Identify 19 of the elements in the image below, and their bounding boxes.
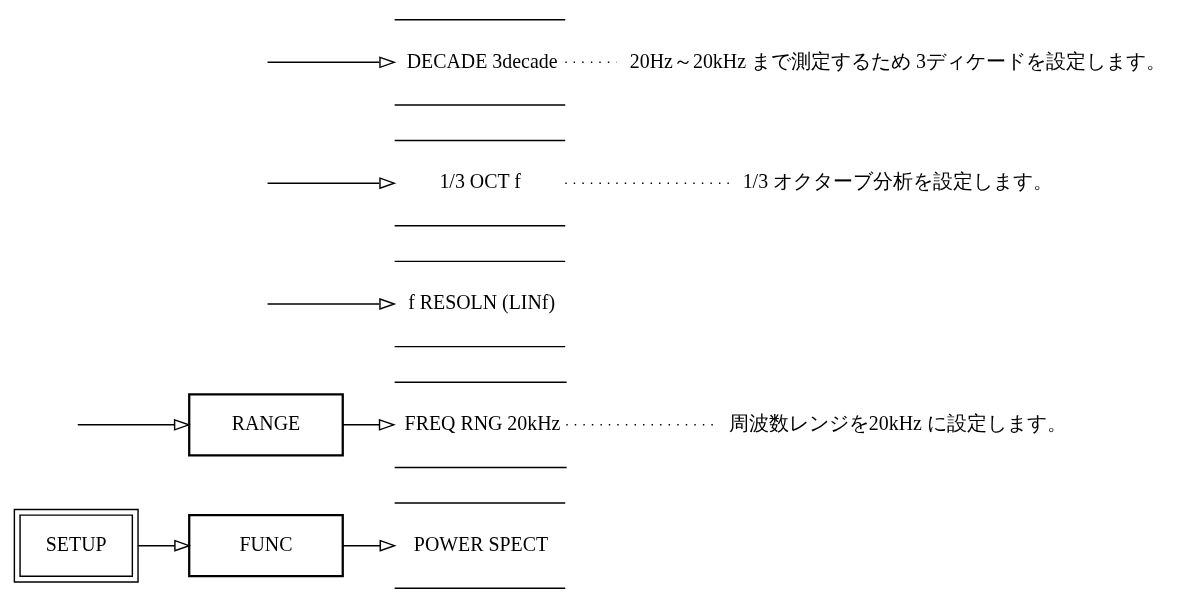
node-text: POWER SPECT: [413, 532, 549, 555]
node-box: SETUP: [13, 508, 139, 583]
arrow: [342, 539, 397, 552]
node-text: 1/3 OCT f: [439, 170, 521, 193]
arrow: [266, 177, 397, 190]
node-box: RANGE: [188, 393, 344, 457]
arrow: [266, 56, 397, 69]
node-text: DECADE 3decade: [406, 49, 558, 72]
arrow: [266, 298, 397, 310]
arrow: [342, 418, 396, 431]
connector: [564, 182, 731, 184]
node-box: FUNC: [188, 513, 344, 578]
node-text: FREQ RNG 20kHz: [404, 412, 561, 435]
node-text: 周波数レンジを20kHz に設定します。: [728, 412, 1067, 435]
node-text: 20Hz～20kHz まで測定するため 3ディケードを設定します。: [629, 49, 1166, 72]
node-text: f RESOLN (LINf): [408, 291, 556, 314]
node-text: 1/3 オクターブ分析を設定します。: [742, 170, 1054, 193]
arrow: [77, 418, 191, 431]
arrow: [137, 539, 192, 552]
